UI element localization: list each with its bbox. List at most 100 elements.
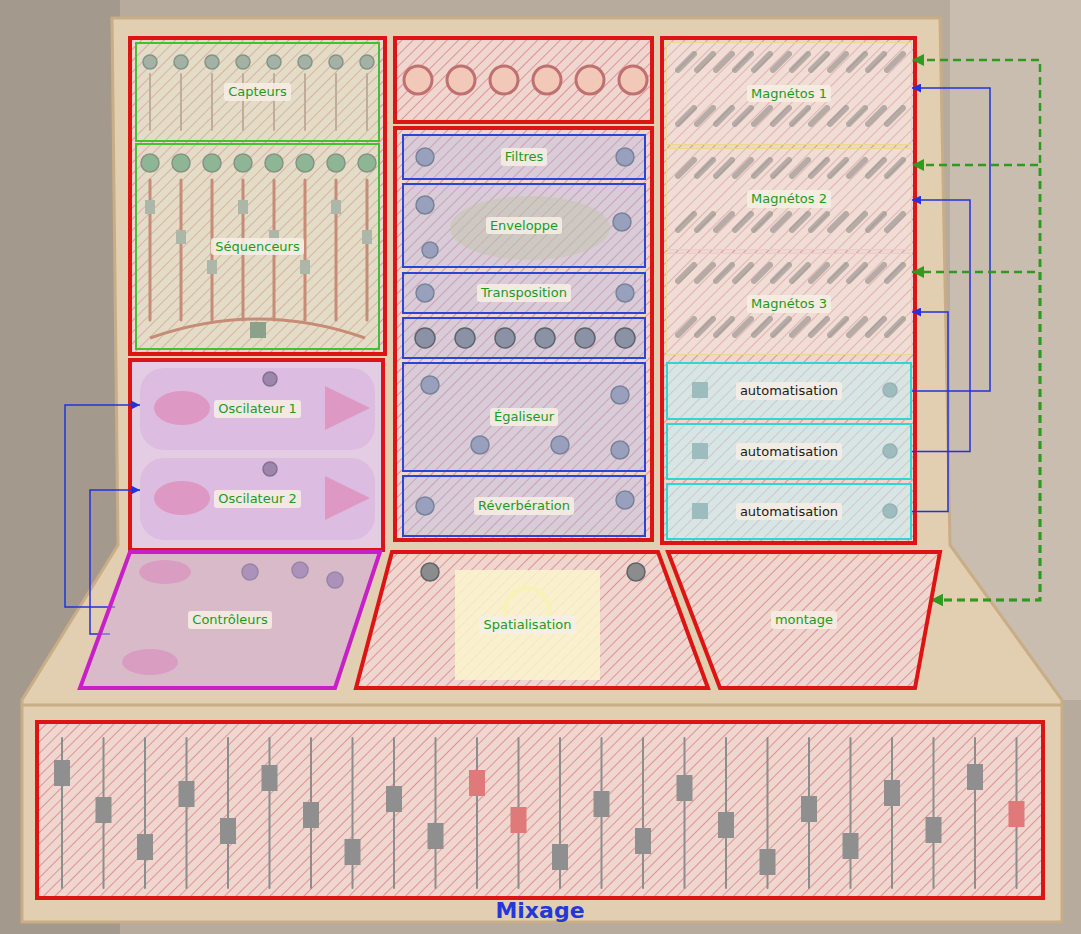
sensor-module: Capteurs <box>135 42 380 142</box>
mixer-panel: Mixage <box>35 720 1045 900</box>
fader-cap <box>594 791 610 817</box>
control-arrow <box>912 312 948 512</box>
fader-cap <box>96 797 112 823</box>
fader-cap <box>884 780 900 806</box>
fader-cap <box>552 844 568 870</box>
module-label: automatisation <box>736 443 842 461</box>
fader-cap <box>801 796 817 822</box>
filter-module: Filtres <box>402 134 646 180</box>
module-label: Contrôleurs <box>188 611 271 629</box>
fader-track <box>352 738 354 888</box>
module-label: Magnétos 3 <box>747 295 831 313</box>
sync-bus <box>912 60 1040 600</box>
sequencer-module: Séquenceurs <box>135 143 380 350</box>
module-label: Capteurs <box>224 83 291 101</box>
fader-track <box>891 738 893 888</box>
section-heading: Mixage <box>39 898 1041 924</box>
fader-cap <box>1009 801 1025 827</box>
control-arrow <box>912 200 970 452</box>
automation-module: automatisation <box>666 423 912 480</box>
oscillator-module: Oscilateur 1 <box>140 368 375 450</box>
module-label: Oscilateur 1 <box>214 400 300 418</box>
fader-cap <box>54 760 70 786</box>
knob <box>535 328 555 348</box>
tape-module: Magnétos 2 <box>666 148 912 250</box>
fader-cap <box>760 849 776 875</box>
module-label: automatisation <box>736 503 842 521</box>
fader-cap <box>718 812 734 838</box>
knob <box>615 328 635 348</box>
fader-cap <box>469 770 485 796</box>
oscillator-module: Oscilateur 2 <box>140 458 375 540</box>
module-label: Transposition <box>477 284 571 302</box>
module-label: Filtres <box>501 148 548 166</box>
fader-track <box>933 738 935 888</box>
module-label: Spatialisation <box>479 616 575 634</box>
ring-knob <box>533 66 561 94</box>
panel-shape <box>668 552 940 688</box>
tape-module: Magnétos 1 <box>666 42 912 145</box>
editing-panel: montage <box>668 552 940 688</box>
module-panel <box>662 38 915 543</box>
reverb-module: Réverbération <box>402 475 646 537</box>
module-label: montage <box>771 611 837 629</box>
fader-cap <box>843 833 859 859</box>
mixer-ground <box>35 720 1045 900</box>
fader-track <box>642 738 644 888</box>
ring-knob <box>576 66 604 94</box>
ring-knob <box>619 66 647 94</box>
module-panel <box>130 38 385 354</box>
knob <box>455 328 475 348</box>
module-label: automatisation <box>736 382 842 400</box>
fader-track <box>186 738 188 888</box>
control-arrow <box>912 88 990 391</box>
fader-cap <box>635 828 651 854</box>
fader-track <box>435 738 437 888</box>
fader-cap <box>345 839 361 865</box>
automation-module: automatisation <box>666 362 912 420</box>
knob <box>495 328 515 348</box>
fader-track <box>269 738 271 888</box>
controls <box>54 54 1025 888</box>
fader-cap <box>428 823 444 849</box>
fader-cap <box>967 764 983 790</box>
fader-cap <box>511 807 527 833</box>
module-label: Enveloppe <box>486 217 562 235</box>
module-box <box>403 318 645 358</box>
envelope-module: Enveloppe <box>402 183 646 268</box>
console-edge <box>22 704 1062 707</box>
module-label: Oscilateur 2 <box>214 490 300 508</box>
fader-cap <box>179 781 195 807</box>
fader-cap <box>137 834 153 860</box>
fader-cap <box>262 765 278 791</box>
equalizer-module: Égaliseur <box>402 362 646 472</box>
fader-cap <box>677 775 693 801</box>
fader-track <box>974 738 976 888</box>
module-label: Séquenceurs <box>211 238 303 256</box>
fader-track <box>393 738 395 888</box>
ring-knob <box>404 66 432 94</box>
fader-cap <box>303 802 319 828</box>
knob <box>575 328 595 348</box>
fader-cap <box>220 818 236 844</box>
module-panel <box>130 360 383 550</box>
ring-knob <box>490 66 518 94</box>
fader-cap <box>926 817 942 843</box>
sync-bus <box>912 165 1040 600</box>
knob <box>627 563 645 581</box>
panel-shape <box>80 552 380 688</box>
module-label: Magnétos 1 <box>747 85 831 103</box>
module-panel <box>395 38 652 122</box>
knob <box>415 328 435 348</box>
fader-cap <box>386 786 402 812</box>
controller-panel: Contrôleurs <box>80 552 380 688</box>
module-label: Égaliseur <box>490 408 558 426</box>
tape-module: Magnétos 3 <box>666 253 912 355</box>
console-frame <box>22 18 1062 922</box>
fader-track <box>144 738 146 888</box>
ring-knob <box>447 66 475 94</box>
module-label: Réverbération <box>474 497 574 515</box>
fader-track <box>684 738 686 888</box>
automation-module: automatisation <box>666 483 912 540</box>
